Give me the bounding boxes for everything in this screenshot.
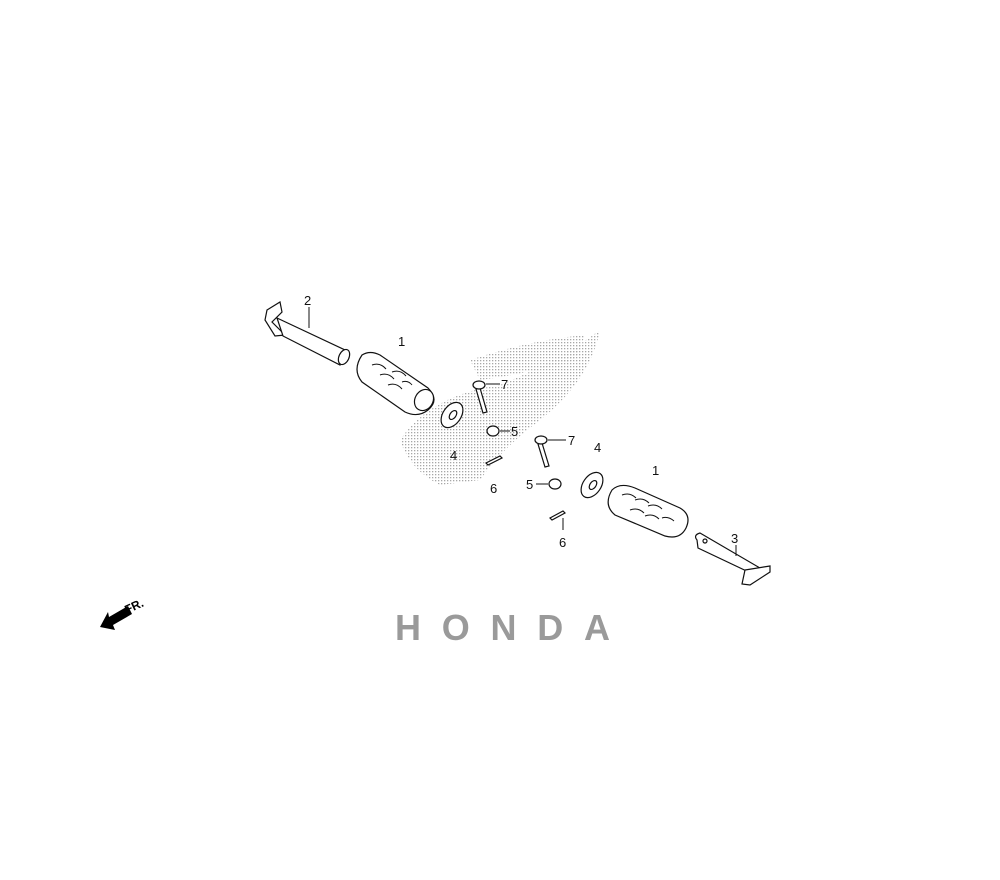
- part-6-pin-left: 6: [484, 455, 504, 496]
- part-7-bolt-lower: 7: [534, 433, 575, 468]
- part-3-peg-plate: 3: [694, 531, 771, 586]
- watermark-text: HONDA: [395, 607, 610, 648]
- callout-7-upper: 7: [501, 377, 508, 392]
- part-2-peg-pipe: 2: [264, 293, 351, 366]
- front-direction-arrow: FR.: [100, 596, 146, 630]
- callout-4-left: 4: [450, 448, 457, 463]
- part-4-washer-left: 4: [440, 401, 464, 463]
- honda-logo-watermark: [400, 330, 600, 485]
- part-7-bolt-upper: 7: [472, 377, 508, 414]
- part-5-nut-upper: 5: [486, 424, 518, 439]
- part-1-rubber-right: 1: [607, 463, 689, 538]
- part-4-washer-right: [580, 471, 604, 499]
- callout-1-right: 1: [652, 463, 659, 478]
- part-5-nut-lower: 5: [526, 477, 562, 492]
- callout-4-right: 4: [594, 440, 601, 455]
- callout-2: 2: [304, 293, 311, 308]
- part-1-rubber-left: 1: [356, 334, 435, 416]
- callout-6-left: 6: [490, 481, 497, 496]
- part-6-pin-right: 6: [549, 510, 566, 550]
- callout-6-right: 6: [559, 535, 566, 550]
- callout-5-lower: 5: [526, 477, 533, 492]
- callout-1-left: 1: [398, 334, 405, 349]
- fr-label: FR.: [122, 596, 145, 617]
- callout-5-upper: 5: [511, 424, 518, 439]
- callout-7-lower: 7: [568, 433, 575, 448]
- callout-3: 3: [731, 531, 738, 546]
